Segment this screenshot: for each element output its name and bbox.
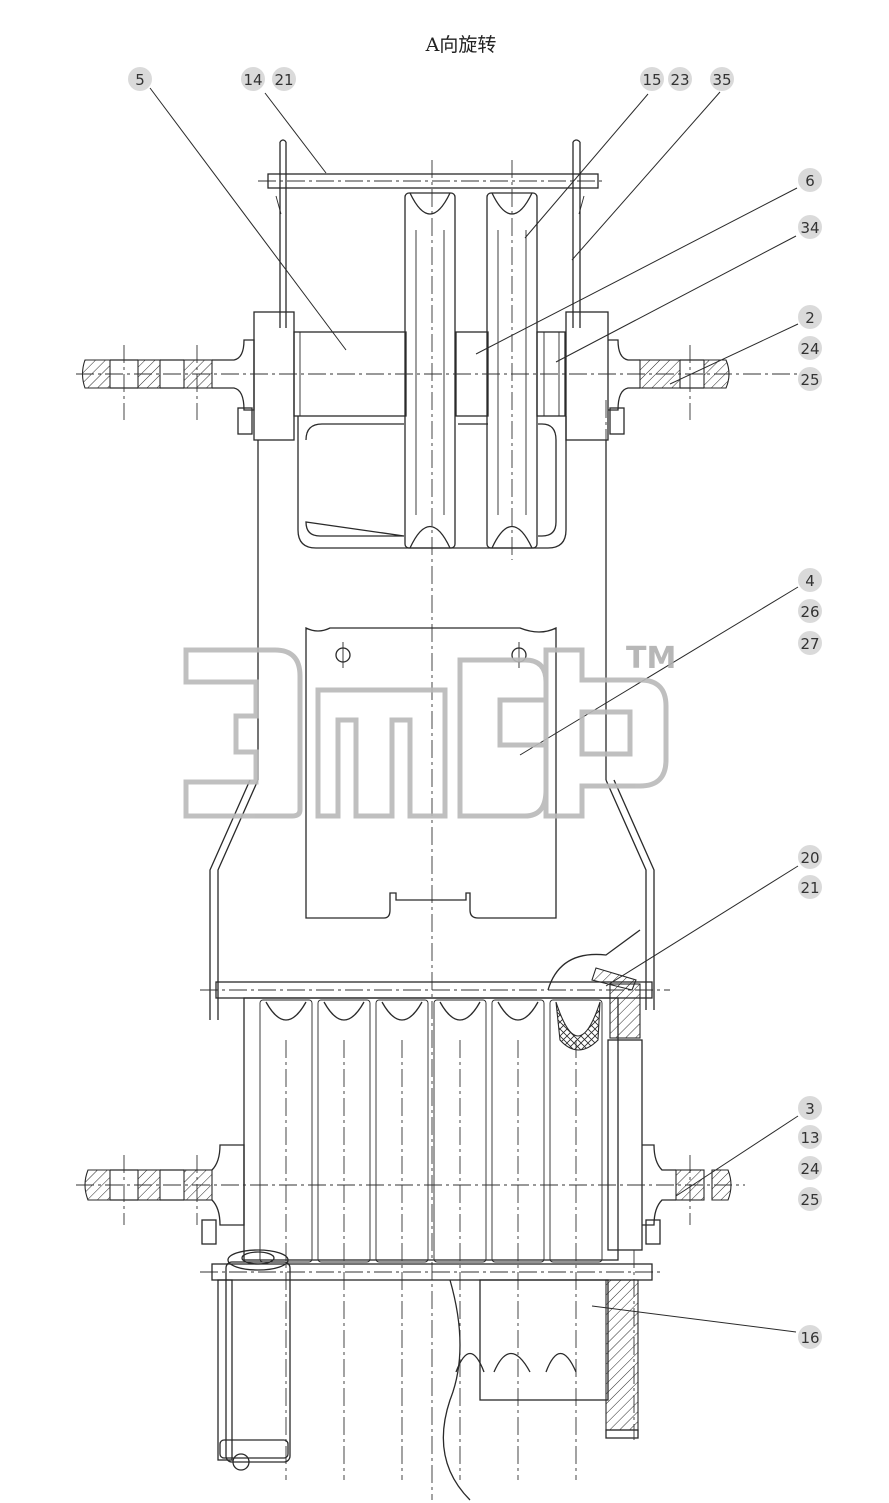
svg-text:21: 21 xyxy=(800,879,819,897)
callout-2: 2 xyxy=(798,305,822,329)
callout-13: 13 xyxy=(798,1125,822,1149)
svg-text:25: 25 xyxy=(800,1191,819,1209)
svg-text:5: 5 xyxy=(135,71,145,89)
callout-24-lower: 24 xyxy=(798,1156,822,1180)
lower-pulley-block xyxy=(76,929,745,1501)
svg-text:14: 14 xyxy=(243,71,262,89)
svg-text:26: 26 xyxy=(800,603,819,621)
callout-21-lower: 21 xyxy=(798,875,822,899)
svg-text:15: 15 xyxy=(642,71,661,89)
svg-text:24: 24 xyxy=(800,340,819,358)
svg-text:6: 6 xyxy=(805,172,815,190)
upper-pulley-block xyxy=(76,139,810,1500)
callout-20: 20 xyxy=(798,845,822,869)
connector-plate xyxy=(209,440,655,1020)
callout-25-lower: 25 xyxy=(798,1187,822,1211)
callout-15: 15 xyxy=(640,67,664,91)
callout-3: 3 xyxy=(798,1096,822,1120)
svg-text:13: 13 xyxy=(800,1129,819,1147)
svg-text:23: 23 xyxy=(670,71,689,89)
callout-16: 16 xyxy=(798,1325,822,1349)
svg-text:21: 21 xyxy=(274,71,293,89)
trademark-sign: TM xyxy=(626,641,676,676)
callout-21-top: 21 xyxy=(272,67,296,91)
callout-23: 23 xyxy=(668,67,692,91)
callout-24-top: 24 xyxy=(798,336,822,360)
svg-text:34: 34 xyxy=(800,219,819,237)
watermark-logo: TM xyxy=(183,641,676,819)
leader-lines xyxy=(149,87,799,1333)
svg-text:24: 24 xyxy=(800,1160,819,1178)
svg-text:35: 35 xyxy=(712,71,731,89)
view-title: A向旋转 xyxy=(425,34,497,56)
callout-6: 6 xyxy=(798,168,822,192)
svg-text:4: 4 xyxy=(805,572,815,590)
callout-5: 5 xyxy=(128,67,152,91)
svg-text:25: 25 xyxy=(800,371,819,389)
svg-text:3: 3 xyxy=(805,1100,815,1118)
svg-text:2: 2 xyxy=(805,309,815,327)
callout-25-top: 25 xyxy=(798,367,822,391)
callout-27: 27 xyxy=(798,631,822,655)
callout-26: 26 xyxy=(798,599,822,623)
callout-14: 14 xyxy=(241,67,265,91)
svg-text:16: 16 xyxy=(800,1329,819,1347)
callout-34: 34 xyxy=(798,215,822,239)
callout-35: 35 xyxy=(710,67,734,91)
svg-text:20: 20 xyxy=(800,849,819,867)
callout-4: 4 xyxy=(798,568,822,592)
svg-text:27: 27 xyxy=(800,635,819,653)
